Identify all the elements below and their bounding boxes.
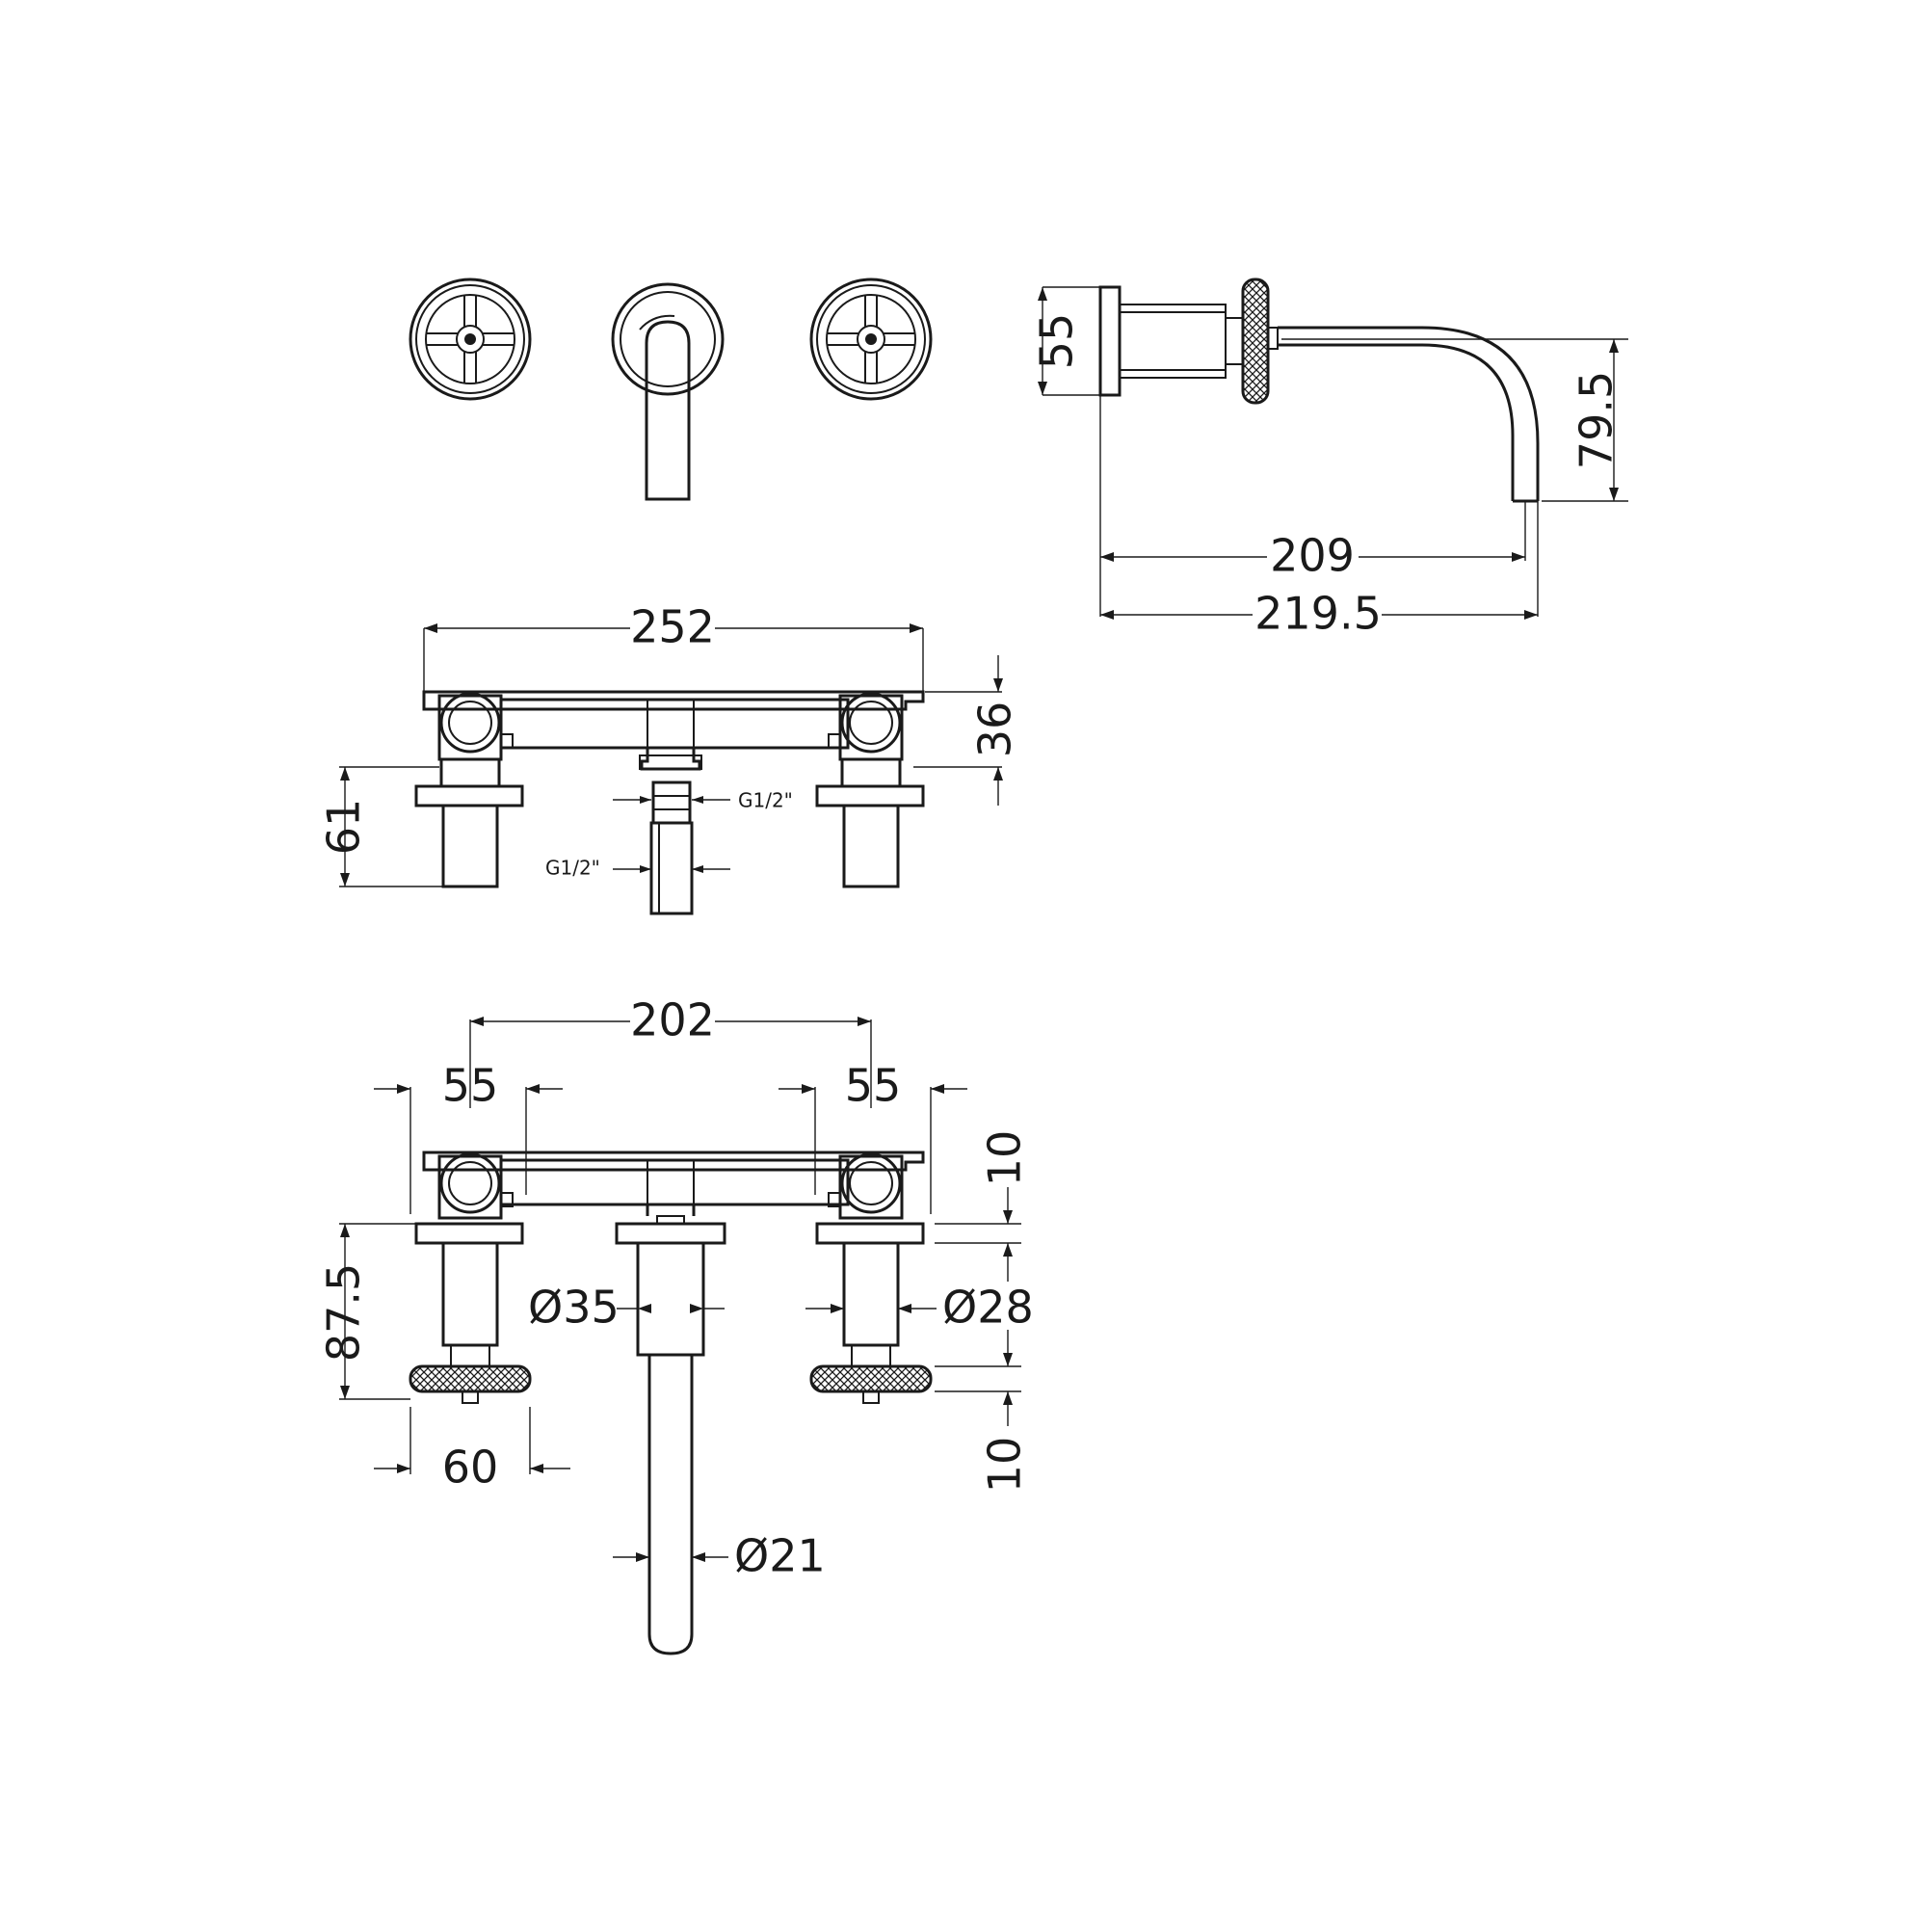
side-view: 55 79.5 209 219.5 <box>1031 278 1628 640</box>
dim-side-209: 209 <box>1270 530 1355 582</box>
dim-front-top-10: 10 <box>979 1130 1031 1187</box>
right-handle-wheel-front <box>809 278 933 401</box>
thread-upper: G1/2" <box>738 789 793 812</box>
dim-front-left-55: 55 <box>442 1060 499 1112</box>
dim-side-55: 55 <box>1031 313 1083 370</box>
spout-front <box>611 282 725 501</box>
dim-front-60: 60 <box>442 1442 499 1494</box>
dim-side-79-5: 79.5 <box>1571 371 1623 469</box>
top-view: 252 G1/2" G1 <box>318 601 1021 915</box>
dim-spout-body-dia: Ø35 <box>528 1282 620 1334</box>
elevation-views: 55 79.5 209 219.5 <box>409 278 1628 640</box>
dim-top-61: 61 <box>318 799 370 856</box>
dim-front-right-55: 55 <box>845 1060 902 1112</box>
dim-top-252: 252 <box>630 601 715 653</box>
left-handle-wheel-front <box>409 278 532 401</box>
dim-handle-body-dia: Ø28 <box>942 1282 1034 1334</box>
thread-lower: G1/2" <box>545 857 600 880</box>
front-view: 202 55 55 <box>318 994 1034 1655</box>
dim-front-bottom-10: 10 <box>979 1437 1031 1494</box>
dim-top-36: 36 <box>969 701 1021 758</box>
dim-front-87-5: 87.5 <box>318 1263 370 1362</box>
dim-spout-dia: Ø21 <box>734 1530 826 1582</box>
dim-side-219-5: 219.5 <box>1254 588 1382 640</box>
dim-front-202: 202 <box>630 994 715 1046</box>
